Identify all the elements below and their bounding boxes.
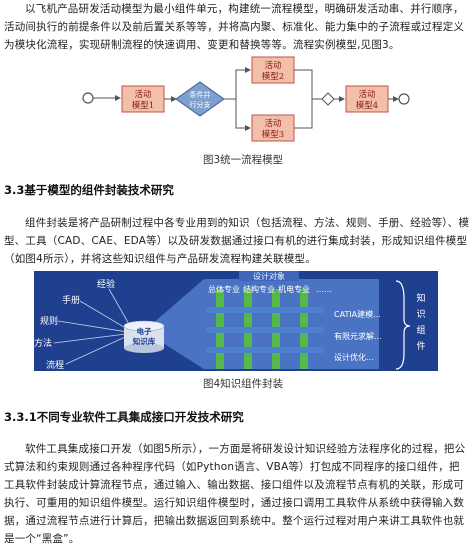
figure3-caption: 图3统一流程模型	[203, 154, 284, 166]
activity-model-4: 活动 模型4	[345, 85, 389, 113]
section-3-3-paragraph: 组件封装是将产品研制过程中各专业用到的知识（包括流程、方法、规则、手册、经验等）…	[4, 217, 470, 265]
svg-text:活动: 活动	[264, 118, 282, 129]
svg-text:电子: 电子	[137, 326, 152, 336]
column-overall: 总体专业	[208, 284, 240, 294]
brace-icon	[395, 280, 411, 370]
svg-text:活动: 活动	[264, 60, 282, 71]
figure4-knowledge-component-diagram: 设计对象 总体专业 结构专业 机电专业 …… 经验 手册 规则 方法 流程 电子…	[34, 271, 438, 371]
column-more: ……	[316, 285, 332, 294]
output-catia: CATIA建模...	[334, 309, 381, 319]
merge-node	[321, 92, 335, 106]
section-3-3-1-heading: 3.3.1不同专业软件工具集成接口开发技术研究	[4, 410, 244, 424]
component-char-1: 知	[416, 292, 425, 304]
electronic-knowledge-base: 电子 知识库	[123, 320, 165, 353]
condition-parallel-branch: 条件并 行分支	[175, 81, 225, 117]
figure3-process-diagram: 活动 模型1 条件并 行分支 活动 模型2 活动 模型3 活动 模型4	[82, 56, 410, 142]
section-3-3-heading: 3.3基于模型的组件封装技术研究	[4, 183, 174, 197]
intro-paragraph: 以飞机产品研发活动模型为最小组件单元，构建统一流程模型，明确研发活动串、并行顺序…	[4, 0, 470, 54]
design-object-label: 设计对象	[253, 271, 285, 281]
svg-text:模型4: 模型4	[356, 100, 378, 111]
activity-model-1: 活动 模型1	[121, 85, 165, 113]
svg-text:活动: 活动	[358, 89, 376, 100]
activity-model-3: 活动 模型3	[251, 114, 295, 142]
column-electromechanical: 机电专业	[278, 284, 310, 294]
component-char-3: 组	[416, 324, 425, 336]
figure4-caption: 图4知识组件封装	[203, 378, 284, 390]
input-manual: 手册	[62, 294, 80, 306]
component-char-4: 件	[416, 340, 425, 352]
input-methods: 方法	[34, 337, 52, 349]
svg-text:行分支: 行分支	[190, 100, 211, 109]
output-fem: 有限元求解...	[334, 331, 382, 341]
input-rules: 规则	[40, 315, 58, 327]
svg-text:模型1: 模型1	[132, 100, 154, 111]
start-node	[82, 92, 94, 104]
input-experience: 经验	[97, 278, 115, 290]
svg-text:模型2: 模型2	[262, 71, 284, 82]
svg-text:模型3: 模型3	[262, 129, 284, 140]
output-optimization: 设计优化...	[334, 352, 374, 362]
end-node	[398, 93, 410, 105]
section-3-3-1-paragraph: 软件工具集成接口开发（如图5所示），一方面是将研发设计知识经验方法程序化的过程，…	[4, 443, 466, 545]
svg-text:活动: 活动	[134, 89, 152, 100]
input-process: 流程	[46, 359, 64, 371]
discipline-grid	[206, 289, 324, 369]
intro-text: 以飞机产品研发活动模型为最小组件单元，构建统一流程模型，明确研发活动串、并行顺序…	[4, 3, 465, 51]
column-structure: 结构专业	[243, 284, 275, 294]
activity-model-2: 活动 模型2	[251, 56, 295, 84]
svg-text:条件并: 条件并	[190, 90, 211, 99]
component-char-2: 识	[416, 309, 425, 320]
svg-text:知识库: 知识库	[133, 336, 156, 346]
